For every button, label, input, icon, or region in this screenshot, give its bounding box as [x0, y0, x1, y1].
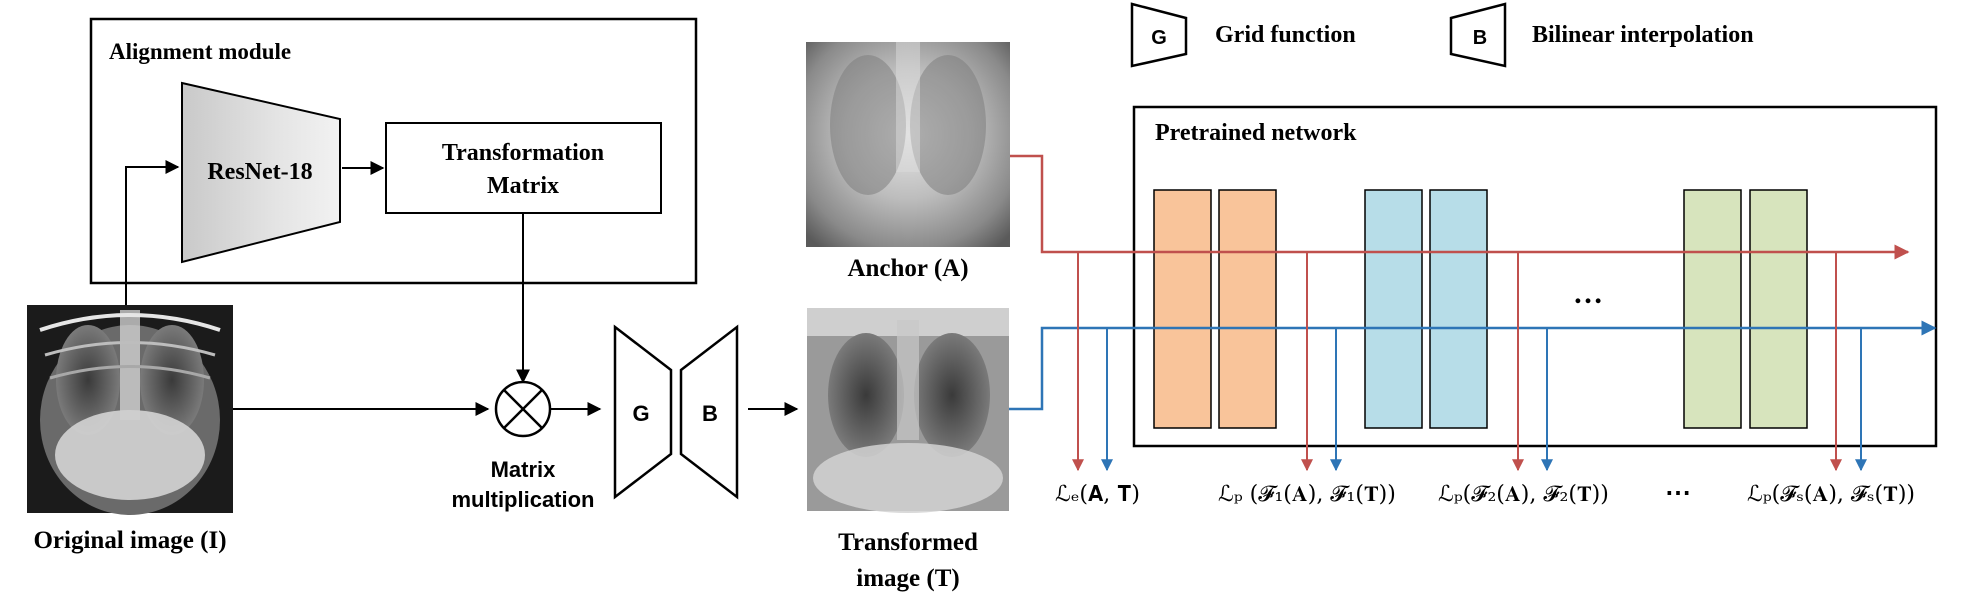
feature-block-sb	[1749, 189, 1808, 429]
transformed-image	[807, 308, 1009, 513]
transformation-matrix-label-1: Transformation	[442, 140, 604, 166]
feature-block-sa	[1683, 189, 1742, 429]
transformed-label-1: Transformed	[838, 529, 978, 556]
transformation-matrix-box	[385, 122, 662, 214]
grid-function-block	[613, 324, 673, 500]
arrow-image-to-resnet	[125, 160, 180, 305]
loss-lps: ℒₚ(𝓕ₛ(𝐀), 𝓕ₛ(𝐓))	[1747, 482, 1915, 507]
legend-grid-label: Grid function	[1215, 22, 1356, 48]
loss-lp2: ℒₚ(𝓕₂(𝐀), 𝓕₂(𝐓))	[1438, 482, 1609, 507]
feature-block-1b	[1218, 189, 1277, 429]
legend-grid-symbol: G	[1151, 27, 1167, 49]
loss-lp1: ℒₚ (𝓕₁(𝐀), 𝓕₁(𝐓))	[1218, 482, 1396, 507]
pretrained-network-box	[1132, 105, 1938, 448]
legend-bilinear-symbol: B	[1473, 27, 1487, 49]
transformation-matrix-label-2: Matrix	[487, 173, 559, 199]
matrix-multiplication-label-2: multiplication	[452, 487, 595, 512]
bilinear-interpolation-symbol: B	[702, 401, 718, 426]
original-image-label: Original image (I)	[33, 527, 226, 554]
alignment-module-title: Alignment module	[109, 39, 291, 64]
pretrained-network-title: Pretrained network	[1155, 120, 1357, 146]
transformed-label-2: image (T)	[856, 565, 959, 592]
feature-block-2b	[1429, 189, 1488, 429]
grid-function-symbol: G	[632, 401, 649, 426]
loss-dots: ⋯	[1665, 478, 1691, 508]
loss-le: ℒₑ(𝐀, 𝐓)	[1055, 482, 1140, 507]
pretrained-ellipsis: …	[1573, 277, 1603, 310]
anchor-image	[806, 42, 1010, 247]
transformed-feature-line	[1009, 320, 1937, 411]
anchor-feature-line	[1010, 154, 1910, 260]
anchor-label: Anchor (A)	[847, 255, 968, 282]
legend-bilinear-icon	[1449, 2, 1507, 68]
multiplication-icon	[494, 380, 552, 438]
feature-block-1a	[1153, 189, 1212, 429]
original-image	[27, 305, 233, 515]
legend-bilinear-label: Bilinear interpolation	[1532, 22, 1754, 48]
legend-grid-icon	[1130, 2, 1188, 68]
alignment-module-box	[89, 17, 698, 285]
resnet-18-block	[181, 81, 341, 264]
matrix-multiplication-label-1: Matrix	[491, 457, 557, 482]
bilinear-interpolation-block	[679, 324, 739, 500]
feature-block-2a	[1364, 189, 1423, 429]
resnet-18-label: ResNet-18	[207, 159, 312, 185]
